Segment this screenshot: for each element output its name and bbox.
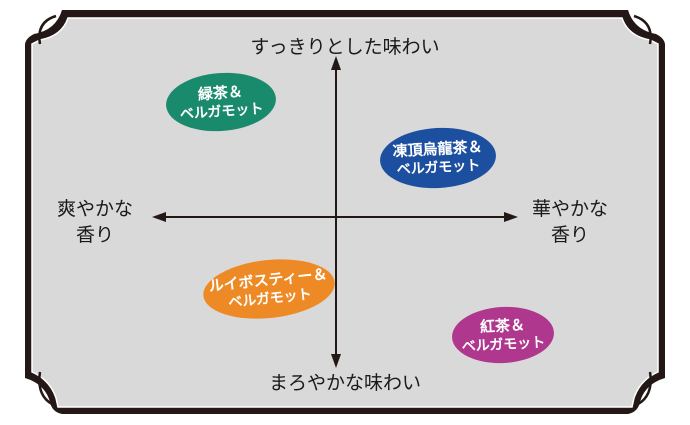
item-oolong-tea-sub: ベルガモット — [396, 157, 481, 178]
axis-label-left-line2: 香り — [75, 224, 114, 246]
item-green-tea-sub: ベルガモット — [179, 100, 264, 123]
axis-label-left: 爽やかな 香り — [40, 196, 150, 248]
arrow-right-icon — [504, 212, 518, 222]
axis-label-right: 華やかな 香り — [515, 196, 625, 248]
axis-label-bottom: まろやかな味わい — [268, 372, 421, 394]
arrow-up-icon — [331, 56, 341, 70]
axis-label-top: すっきりとした味わい — [250, 36, 440, 58]
corner-ornaments — [38, 14, 652, 408]
arrow-down-icon — [331, 354, 341, 368]
arrow-left-icon — [152, 212, 166, 222]
axis-label-right-line2: 香り — [550, 224, 589, 246]
axis-label-right-line1: 華やかな — [531, 198, 608, 220]
item-black-tea-sub: ベルガモット — [461, 334, 546, 355]
item-black-tea-name: 紅茶＆ — [479, 315, 526, 336]
axis-label-left-line1: 爽やかな — [56, 198, 133, 220]
axes — [152, 56, 518, 368]
